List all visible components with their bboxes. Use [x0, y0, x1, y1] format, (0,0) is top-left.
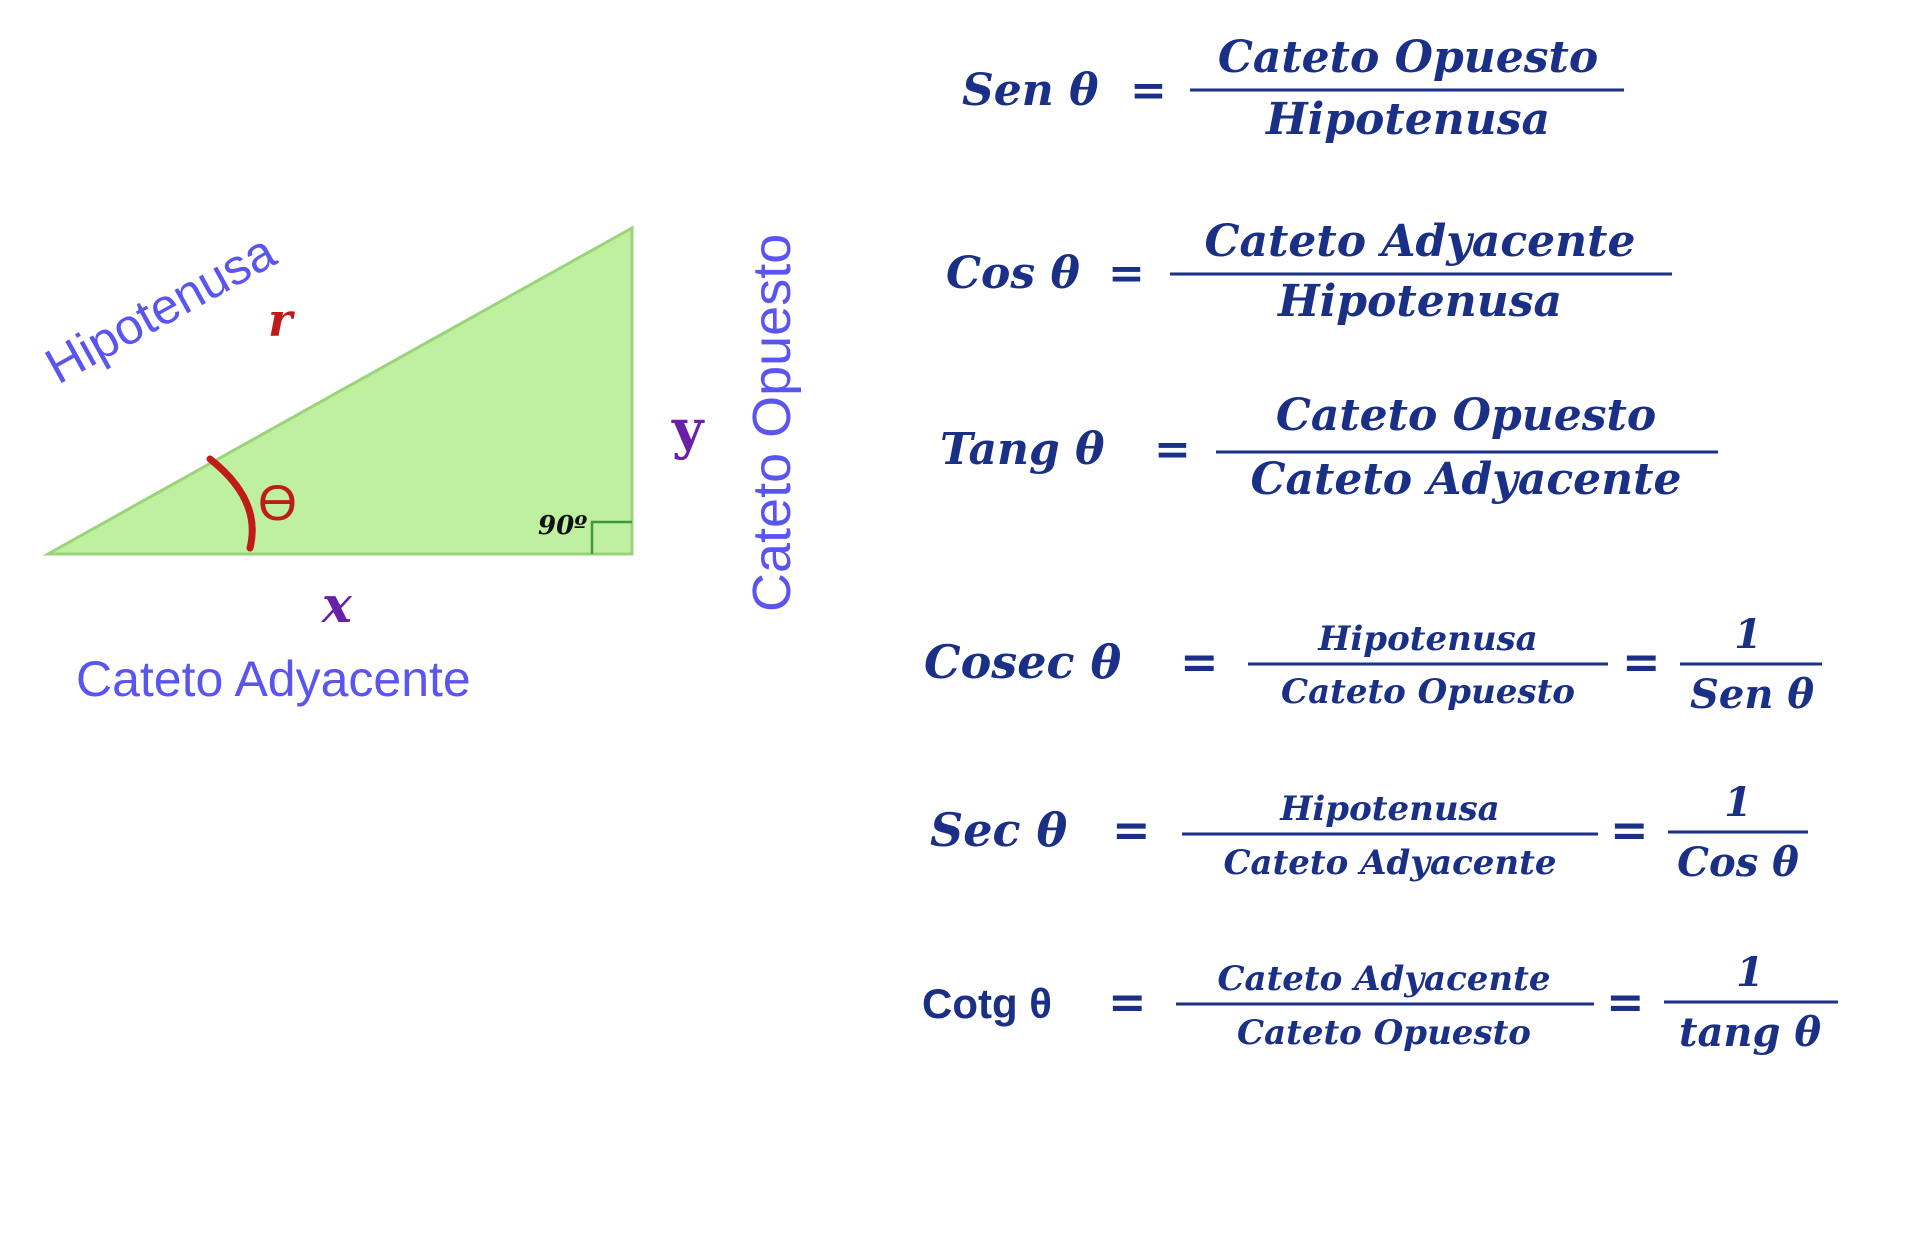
- cotg-equals: =: [1108, 975, 1147, 1029]
- cosec-denominator: Cateto Opuesto: [1281, 672, 1575, 712]
- cosec-numerator: Hipotenusa: [1317, 619, 1537, 659]
- cosec-rec-denominator: Sen θ: [1690, 671, 1814, 718]
- cosec-equals: =: [1180, 635, 1219, 689]
- cos-denominator: Hipotenusa: [1276, 276, 1562, 327]
- sen-equals: =: [1130, 65, 1167, 116]
- cotg-lhs: Cotg θ: [922, 980, 1052, 1027]
- sen-lhs: Sen θ: [962, 65, 1099, 116]
- hypotenuse-label: Hipotenusa: [36, 223, 285, 395]
- right-angle-marker: [590, 520, 632, 554]
- sen-denominator: Hipotenusa: [1264, 94, 1550, 145]
- cotg-rec-denominator: tang θ: [1679, 1009, 1821, 1056]
- cotg-equals-2: =: [1606, 975, 1645, 1029]
- sen-numerator: Cateto Opuesto: [1218, 32, 1598, 83]
- adjacent-variable: x: [321, 575, 353, 634]
- sec-numerator: Hipotenusa: [1279, 789, 1499, 829]
- formula-cotg: Cotg θ = Cateto Adyacente Cateto Opuesto…: [922, 949, 1838, 1056]
- sec-equals-2: =: [1610, 803, 1649, 857]
- tang-denominator: Cateto Adyacente: [1251, 454, 1682, 505]
- cotg-denominator: Cateto Opuesto: [1237, 1013, 1531, 1053]
- opposite-side-label: Cateto Opuesto: [742, 234, 802, 612]
- trig-formulas: Sen θ = Cateto Opuesto Hipotenusa Cos θ …: [922, 32, 1838, 1056]
- formula-sen: Sen θ = Cateto Opuesto Hipotenusa: [962, 32, 1624, 145]
- tang-numerator: Cateto Opuesto: [1276, 390, 1656, 441]
- cos-equals: =: [1108, 248, 1145, 299]
- adjacent-side-label: Cateto Adyacente: [76, 651, 471, 707]
- opposite-variable: y: [671, 397, 705, 461]
- sec-rec-denominator: Cos θ: [1677, 839, 1799, 886]
- tang-lhs: Tang θ: [940, 424, 1105, 475]
- cos-lhs: Cos θ: [946, 248, 1080, 299]
- formula-sec: Sec θ = Hipotenusa Cateto Adyacente = 1 …: [930, 779, 1808, 886]
- formula-tang: Tang θ = Cateto Opuesto Cateto Adyacente: [940, 390, 1718, 505]
- cosec-lhs: Cosec θ: [924, 635, 1121, 689]
- angle-arc: [206, 455, 256, 552]
- cosec-rec-numerator: 1: [1734, 611, 1762, 658]
- tang-equals: =: [1154, 424, 1191, 475]
- triangle-shape: [42, 225, 634, 556]
- cotg-numerator: Cateto Adyacente: [1218, 959, 1551, 999]
- right-angle-label: 90º: [538, 511, 587, 541]
- angle-theta-symbol: ϴ: [258, 475, 297, 531]
- cos-numerator: Cateto Adyacente: [1205, 216, 1636, 267]
- formula-cosec: Cosec θ = Hipotenusa Cateto Opuesto = 1 …: [924, 611, 1822, 718]
- hypotenuse-variable: r: [268, 293, 296, 347]
- cotg-rec-numerator: 1: [1736, 949, 1764, 996]
- sec-denominator: Cateto Adyacente: [1224, 843, 1557, 883]
- sec-equals: =: [1112, 803, 1151, 857]
- sec-rec-numerator: 1: [1724, 779, 1752, 826]
- cosec-equals-2: =: [1622, 635, 1661, 689]
- right-triangle-figure: 90º ϴ Hipotenusa r y Cateto Opuesto x Ca…: [36, 223, 802, 707]
- formula-cos: Cos θ = Cateto Adyacente Hipotenusa: [946, 216, 1672, 327]
- sec-lhs: Sec θ: [930, 803, 1068, 857]
